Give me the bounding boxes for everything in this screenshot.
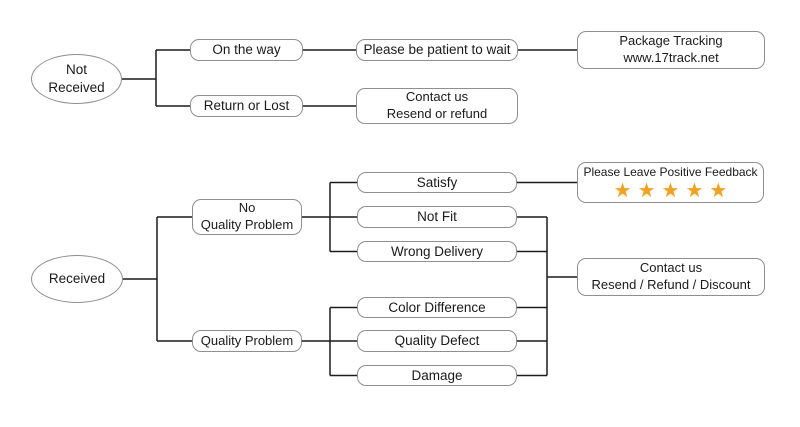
node-label: Return or Lost — [203, 98, 290, 114]
node-on-the-way: On the way — [190, 39, 303, 61]
node-return-or-lost: Return or Lost — [190, 95, 303, 117]
node-label: Contact us — [405, 89, 469, 105]
node-label: www.17track.net — [623, 50, 719, 65]
node-contact-us-resend: Contact us Resend or refund — [356, 88, 518, 124]
node-not-fit: Not Fit — [357, 206, 517, 228]
star-row: ★★★★★ — [611, 181, 731, 201]
node-label: Resend or refund — [386, 106, 488, 121]
node-received: Received — [31, 255, 123, 303]
node-satisfy: Satisfy — [357, 172, 517, 193]
node-label: Not — [65, 62, 87, 78]
node-label: Damage — [411, 367, 463, 383]
node-label: Contact us — [639, 260, 703, 276]
star-icon: ★ — [637, 179, 656, 202]
node-label: Resend / Refund / Discount — [591, 277, 751, 292]
node-damage: Damage — [357, 365, 517, 386]
node-label: On the way — [212, 42, 281, 58]
star-icon: ★ — [685, 179, 704, 202]
node-label: Quality Problem — [200, 217, 294, 232]
node-label: Quality Problem — [200, 332, 294, 348]
node-wrong-delivery: Wrong Delivery — [357, 241, 517, 262]
star-icon: ★ — [709, 179, 728, 202]
node-label: Received — [48, 271, 106, 287]
node-label: No — [238, 200, 256, 216]
node-be-patient: Please be patient to wait — [356, 39, 518, 61]
node-label: Wrong Delivery — [390, 243, 484, 259]
node-positive-feedback: Please Leave Positive Feedback ★★★★★ — [577, 162, 764, 203]
node-quality-defect: Quality Defect — [357, 330, 517, 352]
node-color-difference: Color Difference — [357, 297, 517, 318]
node-package-tracking: Package Tracking www.17track.net — [577, 31, 765, 69]
node-label: Please be patient to wait — [363, 42, 511, 58]
node-label: Color Difference — [388, 299, 486, 315]
star-icon: ★ — [661, 179, 680, 202]
node-contact-us-full: Contact us Resend / Refund / Discount — [577, 258, 765, 296]
feedback-title: Please Leave Positive Feedback — [583, 165, 758, 180]
node-label: Received — [48, 80, 105, 95]
node-no-quality-problem: No Quality Problem — [192, 199, 302, 235]
node-label: Package Tracking — [619, 33, 723, 49]
node-label: Not Fit — [417, 209, 457, 225]
node-quality-problem: Quality Problem — [192, 330, 302, 352]
node-label: Quality Defect — [394, 333, 480, 349]
node-not-received: Not Received — [31, 54, 122, 104]
node-label: Satisfy — [416, 174, 458, 190]
star-icon: ★ — [613, 179, 632, 202]
